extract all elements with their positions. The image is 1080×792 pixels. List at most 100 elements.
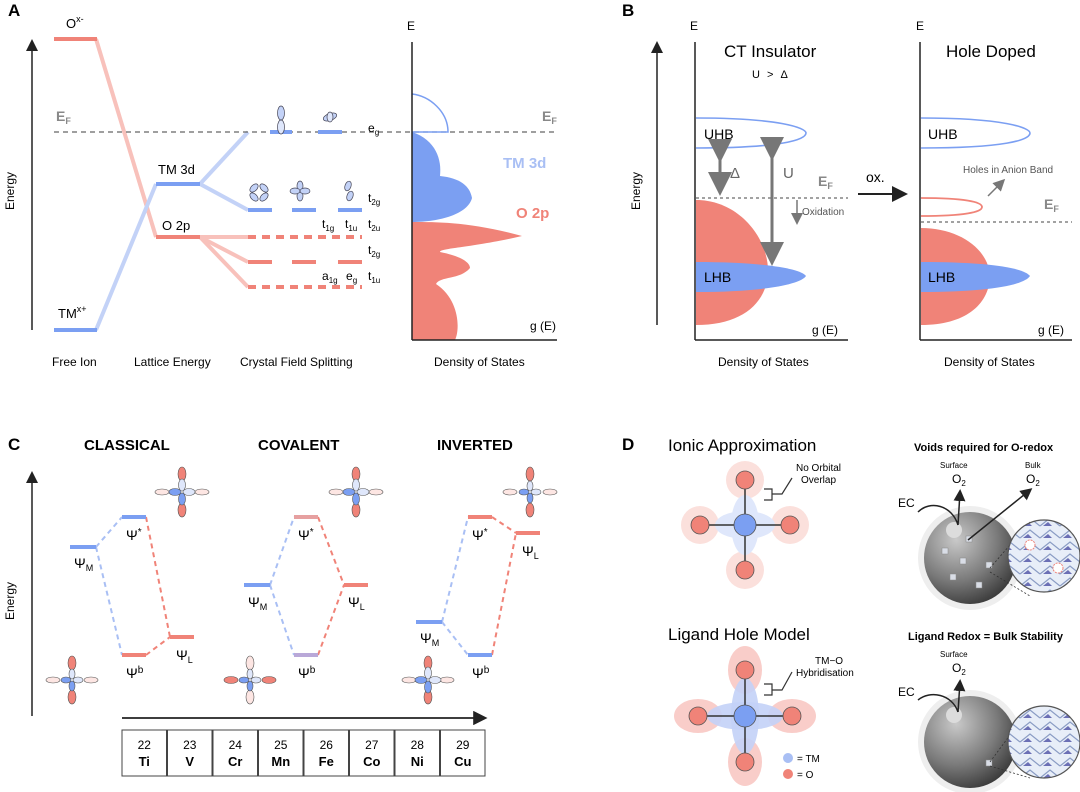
dos-tm3d-curve xyxy=(412,132,472,222)
connector xyxy=(199,235,249,264)
lhb-blue-dos xyxy=(696,262,806,292)
panel-label-a: A xyxy=(8,1,20,20)
right-dos-title: Density of States xyxy=(944,355,1035,369)
heading-covalent: COVALENT xyxy=(258,437,339,454)
dos-fermi-label: EF xyxy=(542,108,557,126)
x-label-crystal-field: Crystal Field Splitting xyxy=(240,355,353,369)
uhb-outline xyxy=(695,117,807,149)
psi-b-label: Ψb xyxy=(126,665,144,681)
lattice-zoom xyxy=(1007,705,1080,779)
lhb-red-dos xyxy=(696,200,769,325)
psi-star-label: Ψ* xyxy=(298,527,314,543)
element-box xyxy=(394,729,440,777)
bulk-label: Bulk xyxy=(1025,461,1042,470)
holes-arrow xyxy=(987,178,1006,197)
mo-orbital-icon xyxy=(502,466,558,518)
a1g-label: a1g xyxy=(322,269,338,285)
t2g-orbital-icon xyxy=(249,180,354,202)
energy-axis-label: Energy xyxy=(3,172,17,210)
panel-b: Energy E CT Insulator U > Δ UHB LHB Δ U … xyxy=(629,19,1072,369)
left-E-label: E xyxy=(690,19,698,33)
void-square xyxy=(985,759,993,767)
panel-label-d: D xyxy=(622,435,634,454)
ec-surface-arrow xyxy=(917,504,959,526)
element-symbol: Mn xyxy=(271,754,290,769)
connector xyxy=(199,182,249,212)
surface-label: Surface xyxy=(940,650,968,659)
left-subtitle: U > Δ xyxy=(752,69,790,81)
holes-label: Holes in Anion Band xyxy=(963,165,1053,176)
psi-m-label: ΨM xyxy=(74,555,93,573)
tm-atom xyxy=(733,513,757,537)
tm-ion-label: TMx+ xyxy=(58,304,87,321)
dos-o2p-label: O 2p xyxy=(516,205,549,222)
legend-tm-dot xyxy=(783,753,793,763)
element-symbol: V xyxy=(185,754,194,769)
left-title: CT Insulator xyxy=(724,42,817,61)
delta-label: Δ xyxy=(730,165,740,182)
t2g-lower-label: t2g xyxy=(368,243,380,259)
element-number: 26 xyxy=(320,738,334,752)
tm3d-label: TM 3d xyxy=(158,162,195,177)
surface-o2-arrow xyxy=(953,679,966,713)
right-title: Hole Doped xyxy=(946,42,1036,61)
left-dos-title: Density of States xyxy=(718,355,809,369)
right-gE-label: g (E) xyxy=(1038,323,1064,337)
dos-tm3d-empty xyxy=(411,93,449,133)
particle-highlight xyxy=(946,707,962,723)
dos-o2p-curve xyxy=(412,222,522,340)
ec-label: EC xyxy=(898,685,915,699)
mo-connector xyxy=(317,516,345,586)
mo-connector xyxy=(491,516,517,534)
heading-inverted: INVERTED xyxy=(437,437,513,454)
ligand-title: Ligand Hole Model xyxy=(668,625,810,644)
hybridisation-bracket xyxy=(764,671,793,696)
oxygen-atom xyxy=(735,560,755,580)
mo-connector xyxy=(95,546,123,656)
mo-orbital-icon xyxy=(328,466,384,518)
legend-o-dot xyxy=(783,769,793,779)
zoom-line xyxy=(989,765,1031,779)
element-box xyxy=(121,729,167,777)
panel-a: Energy Ox- EF TMx+ TM 3d O 2p eg t2g xyxy=(3,14,557,369)
oxygen-atom xyxy=(688,706,708,726)
connector xyxy=(198,235,250,289)
right-uhb-outline xyxy=(920,117,1031,149)
energy-axis-label: Energy xyxy=(629,172,643,210)
oxygen-atom xyxy=(782,706,802,726)
dos-tm3d-label: TM 3d xyxy=(503,155,546,172)
left-fermi-label: EF xyxy=(818,173,833,191)
cathode-particle xyxy=(924,512,1016,604)
element-box xyxy=(167,729,213,777)
mo-orbital-icon xyxy=(45,655,99,705)
eg-lower-label: eg xyxy=(346,269,357,285)
t1u-label: t1u xyxy=(345,217,357,233)
t2u-label: t2u xyxy=(368,217,380,233)
psi-l-label: ΨL xyxy=(522,543,539,561)
element-symbol: Ni xyxy=(411,754,424,769)
psi-b-label: Ψb xyxy=(298,665,316,681)
psi-star-label: Ψ* xyxy=(472,527,488,543)
cathode-particle xyxy=(924,696,1016,788)
dos-title: Density of States xyxy=(434,355,525,369)
psi-m-label: ΨM xyxy=(248,594,267,612)
tm-atom xyxy=(733,704,757,728)
panel-label-c: C xyxy=(8,435,20,454)
uhb-label: UHB xyxy=(704,126,734,142)
mo-connector xyxy=(95,516,123,548)
lattice-void xyxy=(1052,562,1064,574)
element-number: 25 xyxy=(274,738,288,752)
element-symbol: Fe xyxy=(319,754,334,769)
element-box xyxy=(212,729,258,777)
oxygen-atom xyxy=(780,515,800,535)
voids-title: Voids required for O-redox xyxy=(914,442,1054,454)
oxygen-atom xyxy=(690,515,710,535)
connector xyxy=(198,130,250,186)
surface-o2-arrow xyxy=(953,489,966,526)
